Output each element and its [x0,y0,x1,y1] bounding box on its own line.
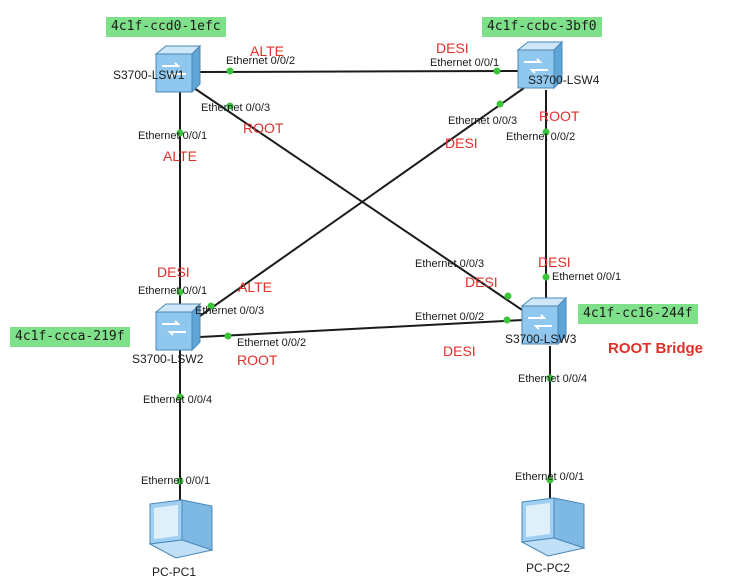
port-label: Ethernet 0/0/2 [415,311,485,323]
port-role-label: ROOT [237,352,278,368]
port-dot [504,292,512,300]
switch-lsw2-icon[interactable] [154,302,202,352]
lsw2-name: S3700-LSW2 [132,352,204,366]
port-label: Ethernet 0/0/1 [138,130,208,142]
port-dot [542,128,550,136]
port-role-label: ROOT [243,120,284,136]
port-role-label: ALTE [238,279,272,295]
lsw3-mac-label: 4c1f-cc16-244f [578,304,698,324]
lsw4-mac-label: 4c1f-ccbc-3bf0 [482,17,602,37]
port-dot [176,477,184,485]
lsw4-name: S3700-LSW4 [528,73,600,87]
switch-lsw3-icon[interactable] [520,296,568,346]
root-bridge-label: ROOT Bridge [608,340,704,357]
lsw2-mac-label: 4c1f-ccca-219f [10,327,130,347]
port-role-label: ROOT [539,108,580,124]
port-label: Ethernet 0/0/1 [138,285,208,297]
port-label: Ethernet 0/0/3 [195,305,265,317]
pc1-name: PC-PC1 [152,565,197,579]
link-lsw1-lsw4 [198,70,519,73]
lsw3-name: S3700-LSW3 [505,332,577,346]
port-dot [176,129,184,137]
port-label: Ethernet 0/0/3 [415,258,485,270]
switch-lsw4-icon[interactable] [516,40,564,90]
port-label: Ethernet 0/0/3 [448,115,518,127]
pc2-computer-icon[interactable] [520,497,586,557]
port-dot [546,374,554,382]
port-dot [542,273,550,281]
port-dot [207,302,215,310]
port-role-label: DESI [445,135,478,151]
port-dot [503,316,511,324]
port-label: Ethernet 0/0/1 [430,57,500,69]
port-label: Ethernet 0/0/2 [237,337,307,349]
port-label: Ethernet 0/0/2 [226,55,296,67]
port-label: Ethernet 0/0/2 [506,131,576,143]
link-lsw4-lsw2 [199,87,525,317]
link-lsw2-lsw3 [199,319,524,338]
port-label: Ethernet 0/0/4 [518,373,588,385]
port-role-label: DESI [443,343,476,359]
port-label: Ethernet 0/0/1 [552,271,622,283]
port-role-label: ALTE [250,43,284,59]
port-label: Ethernet 0/0/3 [201,102,271,114]
port-label: Ethernet 0/0/1 [141,475,211,487]
port-label: Ethernet 0/0/1 [515,471,585,483]
switch-lsw1-icon[interactable] [154,44,202,94]
port-dot [224,332,232,340]
port-role-label: DESI [465,274,498,290]
port-role-label: DESI [157,264,190,280]
lsw1-name: S3700-LSW1 [113,68,185,82]
port-dot [176,288,184,296]
port-dot [546,476,554,484]
lsw1-mac-label: 4c1f-ccd0-1efc [106,17,226,37]
link-lsw1-lsw3 [193,87,529,315]
port-role-label: ALTE [163,148,197,164]
port-dot [176,393,184,401]
port-role-label: DESI [538,254,571,270]
port-dot [226,102,234,110]
port-dot [496,100,504,108]
port-dot [226,67,234,75]
port-role-label: DESI [436,40,469,56]
port-dot [493,67,501,75]
port-label: Ethernet 0/0/4 [143,394,213,406]
pc2-name: PC-PC2 [526,561,571,575]
pc1-computer-icon[interactable] [148,499,214,559]
